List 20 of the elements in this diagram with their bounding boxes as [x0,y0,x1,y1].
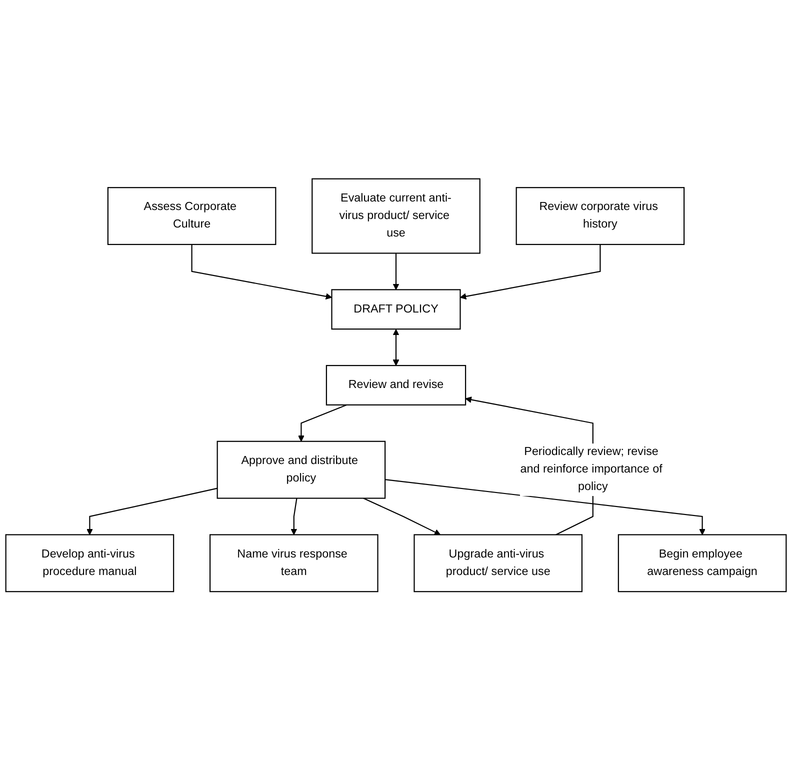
node-box: Upgrade anti-virus product/ service use [414,534,583,592]
node-box: Review corporate virus history [516,187,685,246]
node-box: Review and revise [326,365,466,406]
arrow [392,254,400,290]
arrow [392,329,400,366]
arrow [385,479,706,536]
arrow [363,498,441,536]
arrow [191,244,332,300]
node-box: Assess Corporate Culture [107,187,276,246]
node-box: Begin employee awareness campaign [618,534,787,592]
edge-label: Periodically review; revise and reinforce importance of policy [520,446,662,494]
node-box: Name virus response team [209,534,378,592]
node-box: DRAFT POLICY [331,289,461,330]
node-box: Develop anti-virus procedure manual [5,534,174,592]
node-box: Evaluate current anti-virus product/ service use [312,178,480,254]
arrow [290,498,298,536]
arrow [460,244,601,300]
node-box: Approve and distribute policy [216,441,386,500]
arrow [298,404,347,442]
arrow [86,488,218,536]
